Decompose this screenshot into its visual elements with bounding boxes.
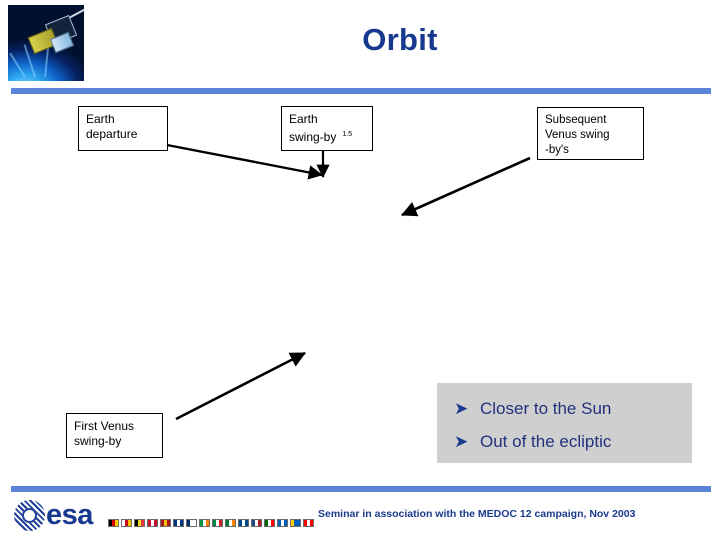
- member-state-flag: [147, 519, 158, 527]
- callout-earth-departure-label: Earth departure: [86, 112, 138, 141]
- member-state-flag: [212, 519, 223, 527]
- footer-divider: [11, 486, 711, 492]
- arrow-bullet-icon: ➤: [454, 399, 469, 418]
- member-state-flag: [290, 519, 301, 527]
- member-state-flag: [108, 519, 119, 527]
- bullet-label: Closer to the Sun: [480, 399, 612, 418]
- callout-first-venus-label: First Venus swing-by: [74, 419, 135, 448]
- member-state-flag: [173, 519, 184, 527]
- member-state-flag: [186, 519, 197, 527]
- member-state-flag: [121, 519, 132, 527]
- bullet-item-closer-to-the-sun: ➤ Closer to the Sun: [454, 392, 692, 425]
- esa-logo: esa: [14, 498, 93, 532]
- esa-wordmark: esa: [46, 498, 93, 531]
- bullet-panel: ➤ Closer to the Sun ➤ Out of the eclipti…: [437, 383, 692, 463]
- member-state-flag: [251, 519, 262, 527]
- arrow-subsequent-venus-down-left: [401, 156, 531, 217]
- member-state-flags: [108, 519, 314, 527]
- satellite-over-sun-image: [8, 5, 84, 81]
- glow-ray: [9, 52, 26, 78]
- member-state-flag: [303, 519, 314, 527]
- member-state-flag: [264, 519, 275, 527]
- glow-ray: [44, 47, 50, 78]
- footer-caption: Seminar in association with the MEDOC 12…: [318, 508, 636, 520]
- arrow-bullet-icon: ➤: [454, 432, 469, 451]
- member-state-flag: [277, 519, 288, 527]
- callout-earth-swing-by-superscript: 1.5: [342, 131, 353, 138]
- member-state-flag: [225, 519, 236, 527]
- member-state-flag: [199, 519, 210, 527]
- member-state-flag: [160, 519, 171, 527]
- callout-subsequent-venus-label: Subsequent Venus swing -by's: [545, 114, 610, 156]
- member-state-flag: [134, 519, 145, 527]
- callout-earth-departure: Earth departure: [78, 106, 168, 151]
- esa-globe-icon: [14, 499, 45, 531]
- member-state-flag: [238, 519, 249, 527]
- callout-first-venus-swing-by: First Venus swing-by: [66, 413, 163, 458]
- bullet-item-out-of-the-ecliptic: ➤ Out of the ecliptic: [454, 425, 692, 458]
- callout-subsequent-venus-swing-bys: Subsequent Venus swing -by's: [537, 107, 644, 160]
- bullet-label: Out of the ecliptic: [480, 432, 612, 451]
- arrow-first-venus-up-right: [175, 351, 306, 421]
- callout-earth-swing-by: Earth swing-by 1.5: [281, 106, 373, 151]
- page-title: Orbit: [362, 22, 438, 57]
- header-divider: [11, 88, 711, 94]
- callout-earth-swing-by-label: Earth swing-by: [289, 112, 337, 144]
